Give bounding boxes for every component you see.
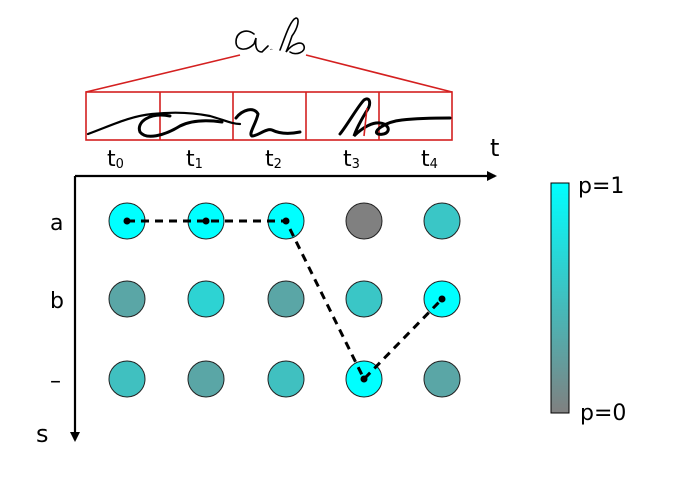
state-axis-label: s [36, 420, 49, 448]
time-tick-0: t0 [107, 147, 124, 172]
frame-boxes [85, 91, 453, 141]
node-r1-c1 [187, 280, 225, 318]
node-r1-c2 [267, 280, 305, 318]
time-axis-label: t [490, 134, 499, 162]
colorbar-bottom-label: p=0 [580, 401, 626, 426]
handwritten-word-ab [235, 17, 306, 55]
node-r0-c4 [423, 202, 461, 240]
time-tick-labels: t0 t1 t2 t3 t4 [107, 147, 438, 172]
time-tick-4: t4 [421, 147, 438, 172]
path-dot-1 [202, 217, 210, 225]
row-label-0: a [50, 211, 63, 236]
node-r2-c1 [187, 360, 225, 398]
row-label-2: – [50, 369, 61, 394]
node-r2-c0 [108, 360, 146, 398]
path-dot-3 [360, 375, 368, 383]
colorbar-top-label: p=1 [578, 174, 624, 199]
path-dot-4 [438, 295, 446, 303]
header-text: ab [270, 49, 273, 51]
time-tick-3: t3 [343, 147, 360, 172]
bracket-right-line [305, 54, 453, 93]
time-tick-2: t2 [265, 147, 282, 172]
row-label-1: b [50, 289, 64, 314]
node-r1-c0 [108, 280, 146, 318]
node-r1-c3 [345, 280, 383, 318]
node-r0-c3 [345, 202, 383, 240]
probability-grid [108, 202, 461, 398]
node-r2-c4 [423, 360, 461, 398]
handwriting-strokes [86, 97, 452, 138]
path-dot-2 [282, 217, 290, 225]
time-tick-1: t1 [186, 147, 203, 172]
state-row-labels: a b – [50, 211, 64, 394]
colorbar [550, 182, 570, 414]
path-dot-0 [123, 217, 131, 225]
node-r2-c2 [267, 360, 305, 398]
bracket-left-line [85, 54, 241, 93]
